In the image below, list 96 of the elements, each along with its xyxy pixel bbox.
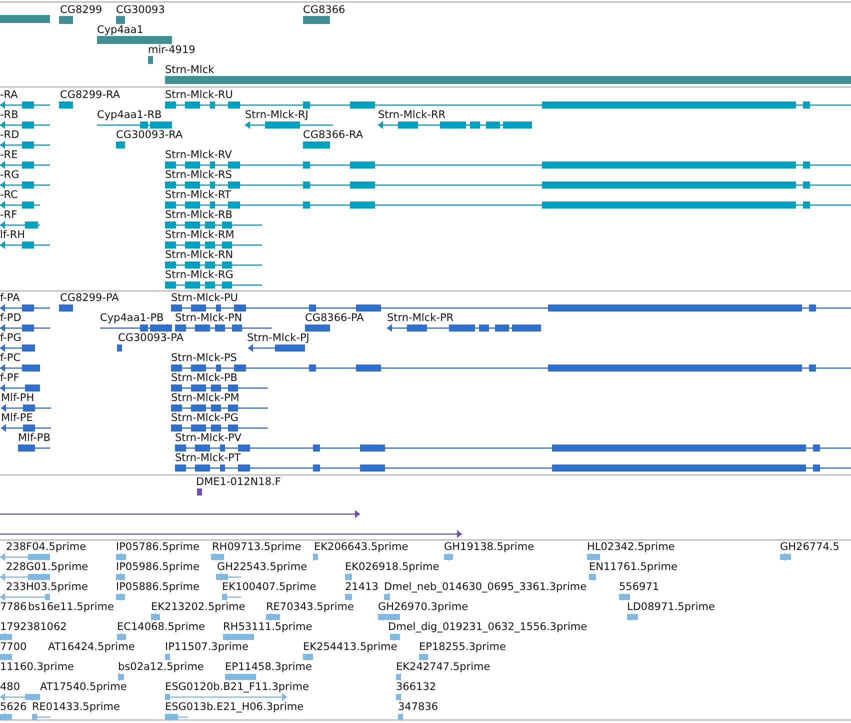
- feature-label: 11160.3prime: [0, 661, 74, 674]
- feature-label: ESG013b.E21_H06.3prime: [165, 701, 304, 714]
- feature-label: GH26774.5: [780, 541, 840, 554]
- feature-label: GH19138.5prime: [444, 541, 534, 554]
- feature-label: 238F04.5prime: [6, 541, 86, 554]
- feature-label: Strn-Mlck-PN: [175, 312, 242, 325]
- feature-label: GH26970.3prime: [378, 601, 468, 614]
- feature-label: -RD: [0, 129, 20, 142]
- feature-label: 228G01.5prime: [6, 561, 88, 574]
- feature-label: 21413: [345, 581, 378, 594]
- feature-label: CG30093-PA: [118, 332, 184, 345]
- feature-label: EK206643.5prime: [314, 541, 408, 554]
- feature-label: Strn-Mlck-RV: [165, 149, 232, 162]
- feature-label: bs16e11.5prime: [28, 601, 114, 614]
- feature-label: EP11458.3prime: [225, 661, 312, 674]
- feature-label: Strn-Mlck-RG: [165, 269, 234, 282]
- feature-label: EP18255.3prime: [419, 641, 506, 654]
- feature-label: RH53111.5prime: [223, 621, 312, 634]
- feature-label: Strn-Mlck-PS: [171, 352, 237, 365]
- feature-label: Dmel_dig_019231_0632_1556.3prime: [388, 621, 588, 634]
- feature-label: Mlf-PB: [18, 432, 50, 445]
- feature-label: Strn-Mlck-RB: [165, 209, 232, 222]
- feature-label: DME1-012N18.F: [196, 476, 281, 489]
- feature-label: Strn-Mlck-PB: [171, 372, 238, 385]
- feature-label: CG8366-RA: [303, 129, 364, 142]
- feature-label: -RA: [0, 89, 18, 102]
- feature-label: Strn-Mlck-RT: [165, 189, 231, 202]
- feature-label: -RC: [0, 189, 18, 202]
- feature-label: -RF: [0, 209, 18, 222]
- feature-label: IP05786.5prime: [116, 541, 200, 554]
- feature-label: CG8366: [303, 4, 346, 17]
- feature-label: Strn-Mlck-PT: [175, 452, 241, 465]
- feature-label: Dmel_neb_014630_0695_3361.3prime: [384, 581, 587, 594]
- feature-label: 5626: [0, 701, 27, 714]
- feature-label: f-PA: [0, 292, 20, 305]
- feature-label: 7700: [0, 641, 27, 654]
- feature-label: EK213202.5prime: [151, 601, 246, 614]
- feature-label: CG8299: [60, 4, 102, 17]
- feature-label: EN11761.5prime: [589, 561, 678, 574]
- feature-label: Strn-Mlck-PV: [175, 432, 242, 445]
- feature-label: mir-4919: [148, 44, 196, 57]
- feature-label: 366132: [396, 681, 436, 694]
- feature-label: Strn-Mlck-RN: [165, 249, 234, 262]
- feature-label: Cyp4aa1-RB: [97, 109, 162, 122]
- feature-label: CG8366-PA: [305, 312, 364, 325]
- feature-label: Mlf-PH: [1, 392, 34, 405]
- feature-label: -RE: [0, 149, 18, 162]
- feature-label: EC14068.5prime: [117, 621, 205, 634]
- feature-label: Mlf-PE: [1, 412, 33, 425]
- feature-label: 7786: [0, 601, 27, 614]
- feature-label: IP05986.5prime: [116, 561, 200, 574]
- feature-label: LD08971.5prime: [627, 601, 715, 614]
- feature-label: GH22543.5prime: [217, 561, 308, 574]
- feature-label: 556971: [619, 581, 660, 594]
- feature-label: bs02a12.5prime: [118, 661, 204, 674]
- feature-label: RH09713.5prime: [212, 541, 302, 554]
- feature-label: f-PF: [0, 372, 20, 385]
- feature-label: ESG0120b.B21_F11.3prime: [165, 681, 309, 694]
- feature-label: Strn-Mlck-RJ: [245, 109, 308, 122]
- feature-label: HL02342.5prime: [587, 541, 675, 554]
- feature-label: EK100407.5prime: [222, 581, 316, 594]
- feature-label: Cyp4aa1-PB: [100, 312, 164, 325]
- feature-label: RE70343.5prime: [266, 601, 354, 614]
- feature-label: IP11507.3prime: [165, 641, 248, 654]
- feature-label: AT17540.5prime: [40, 681, 127, 694]
- feature-label: Strn-Mlck-RS: [165, 169, 232, 182]
- feature-label: Strn-Mlck-PJ: [247, 332, 310, 345]
- feature-label: Strn-Mlck-RU: [165, 89, 233, 102]
- feature-label: Strn-Mlck: [165, 64, 214, 77]
- feature-label: -RG: [0, 169, 20, 182]
- feature-label: Strn-Mlck-RR: [378, 109, 446, 122]
- feature-label: -RB: [0, 109, 18, 122]
- feature-label: Strn-Mlck-PG: [171, 412, 238, 425]
- feature-label: lf-RH: [0, 229, 26, 242]
- feature-label: CG8299-PA: [60, 292, 119, 305]
- feature-label: CG30093: [116, 4, 165, 17]
- feature-label: Strn-Mlck-PR: [387, 312, 454, 325]
- feature-label: f-PD: [0, 312, 22, 325]
- feature-label: CG30093-RA: [116, 129, 183, 142]
- feature-label: f-PG: [0, 332, 22, 345]
- feature-label: EK254413.5prime: [303, 641, 398, 654]
- feature-label: f-PC: [0, 352, 21, 365]
- feature-label: IP05886.5prime: [116, 581, 200, 594]
- feature-label: 233H03.5prime: [6, 581, 88, 594]
- feature-label: 480: [0, 681, 20, 694]
- feature-label: Strn-Mlck-PU: [171, 292, 238, 305]
- feature-label: EK026918.5prime: [345, 561, 440, 574]
- feature-label: Strn-Mlck-PM: [171, 392, 240, 405]
- feature-label: RE01433.5prime: [32, 701, 120, 714]
- feature-label: CG8299-RA: [60, 89, 120, 102]
- feature-label: AT16424.5prime: [48, 641, 135, 654]
- feature-label: 1792381062: [0, 621, 67, 634]
- feature-label: 347836: [398, 701, 438, 714]
- feature-label: Cyp4aa1: [97, 24, 144, 37]
- feature-label: EK242747.5prime: [396, 661, 490, 674]
- feature-label: Strn-Mlck-RM: [165, 229, 234, 242]
